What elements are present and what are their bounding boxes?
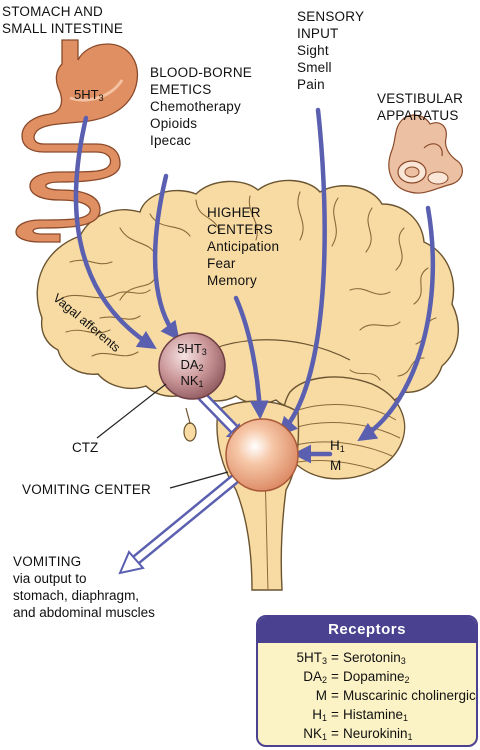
- stomach-label-line-2: SMALL INTESTINE: [2, 21, 124, 36]
- brain-sulci: [61, 191, 437, 381]
- ctz-label: CTZ: [72, 440, 99, 455]
- receptors-legend: Receptors 5HT3 = Serotonin3 DA2 = Dopami…: [256, 615, 478, 747]
- stomach-label: STOMACH AND SMALL INTESTINE: [2, 3, 123, 37]
- blood-borne-arrow: [152, 173, 180, 341]
- vomiting-center-leader: [169, 471, 229, 489]
- ctz-leader: [96, 383, 167, 439]
- vagal-arrow: [73, 115, 157, 350]
- legend-row: M = Muscarinic cholinergic: [315, 688, 476, 703]
- stomach-intestine-illustration: [15, 39, 138, 243]
- higher-centers-label: HIGHER CENTERS Anticipation Fear Memory: [207, 205, 280, 288]
- pituitary: [183, 422, 197, 442]
- legend-row: DA2 = Dopamine2: [303, 669, 410, 685]
- ctz-receptors-label: 5HT3 DA2 NK1: [177, 341, 207, 389]
- stomach-label-line-1: STOMACH AND: [2, 4, 103, 19]
- vomiting-center-sphere: [225, 418, 299, 492]
- blood-borne-emetics-label: BLOOD-BORNE EMETICS Chemotherapy Opioids…: [150, 65, 252, 148]
- legend-title: Receptors: [258, 617, 476, 643]
- legend-row: NK1 = Neurokinin1: [303, 726, 413, 742]
- stomach-receptor-label: 5HT3: [74, 87, 104, 103]
- vestibular-arrow: [357, 205, 436, 442]
- legend-rows: 5HT3 = Serotonin3 DA2 = Dopamine2 M = Mu…: [258, 643, 476, 743]
- vestibular-shape: [388, 114, 463, 194]
- vomiting-center-receptors-label: H1 M: [330, 438, 345, 473]
- sensory-input-label: SENSORY INPUT Sight Smell Pain: [297, 9, 365, 92]
- vestibular-apparatus-label: VESTIBULAR APPARATUS: [377, 91, 464, 123]
- stomach-shape: [15, 39, 138, 243]
- cerebrum: [36, 179, 459, 412]
- vomiting-center-label: VOMITING CENTER: [22, 482, 152, 497]
- sensory-arrow: [278, 107, 327, 437]
- output-arrows: [118, 391, 244, 575]
- input-arrows: [73, 107, 436, 464]
- vestibular-apparatus-illustration: [388, 114, 463, 194]
- legend-row: 5HT3 = Serotonin3: [296, 650, 406, 666]
- vomiting-output-label: VOMITING via output to stomach, diaphrag…: [13, 554, 155, 620]
- leader-lines: [96, 383, 229, 489]
- ctz-sphere: [158, 332, 226, 400]
- higher-centers-arrow: [233, 295, 269, 420]
- legend-row: H1 = Histamine1: [312, 707, 409, 723]
- vomiting-output-arrowhead: [118, 550, 145, 575]
